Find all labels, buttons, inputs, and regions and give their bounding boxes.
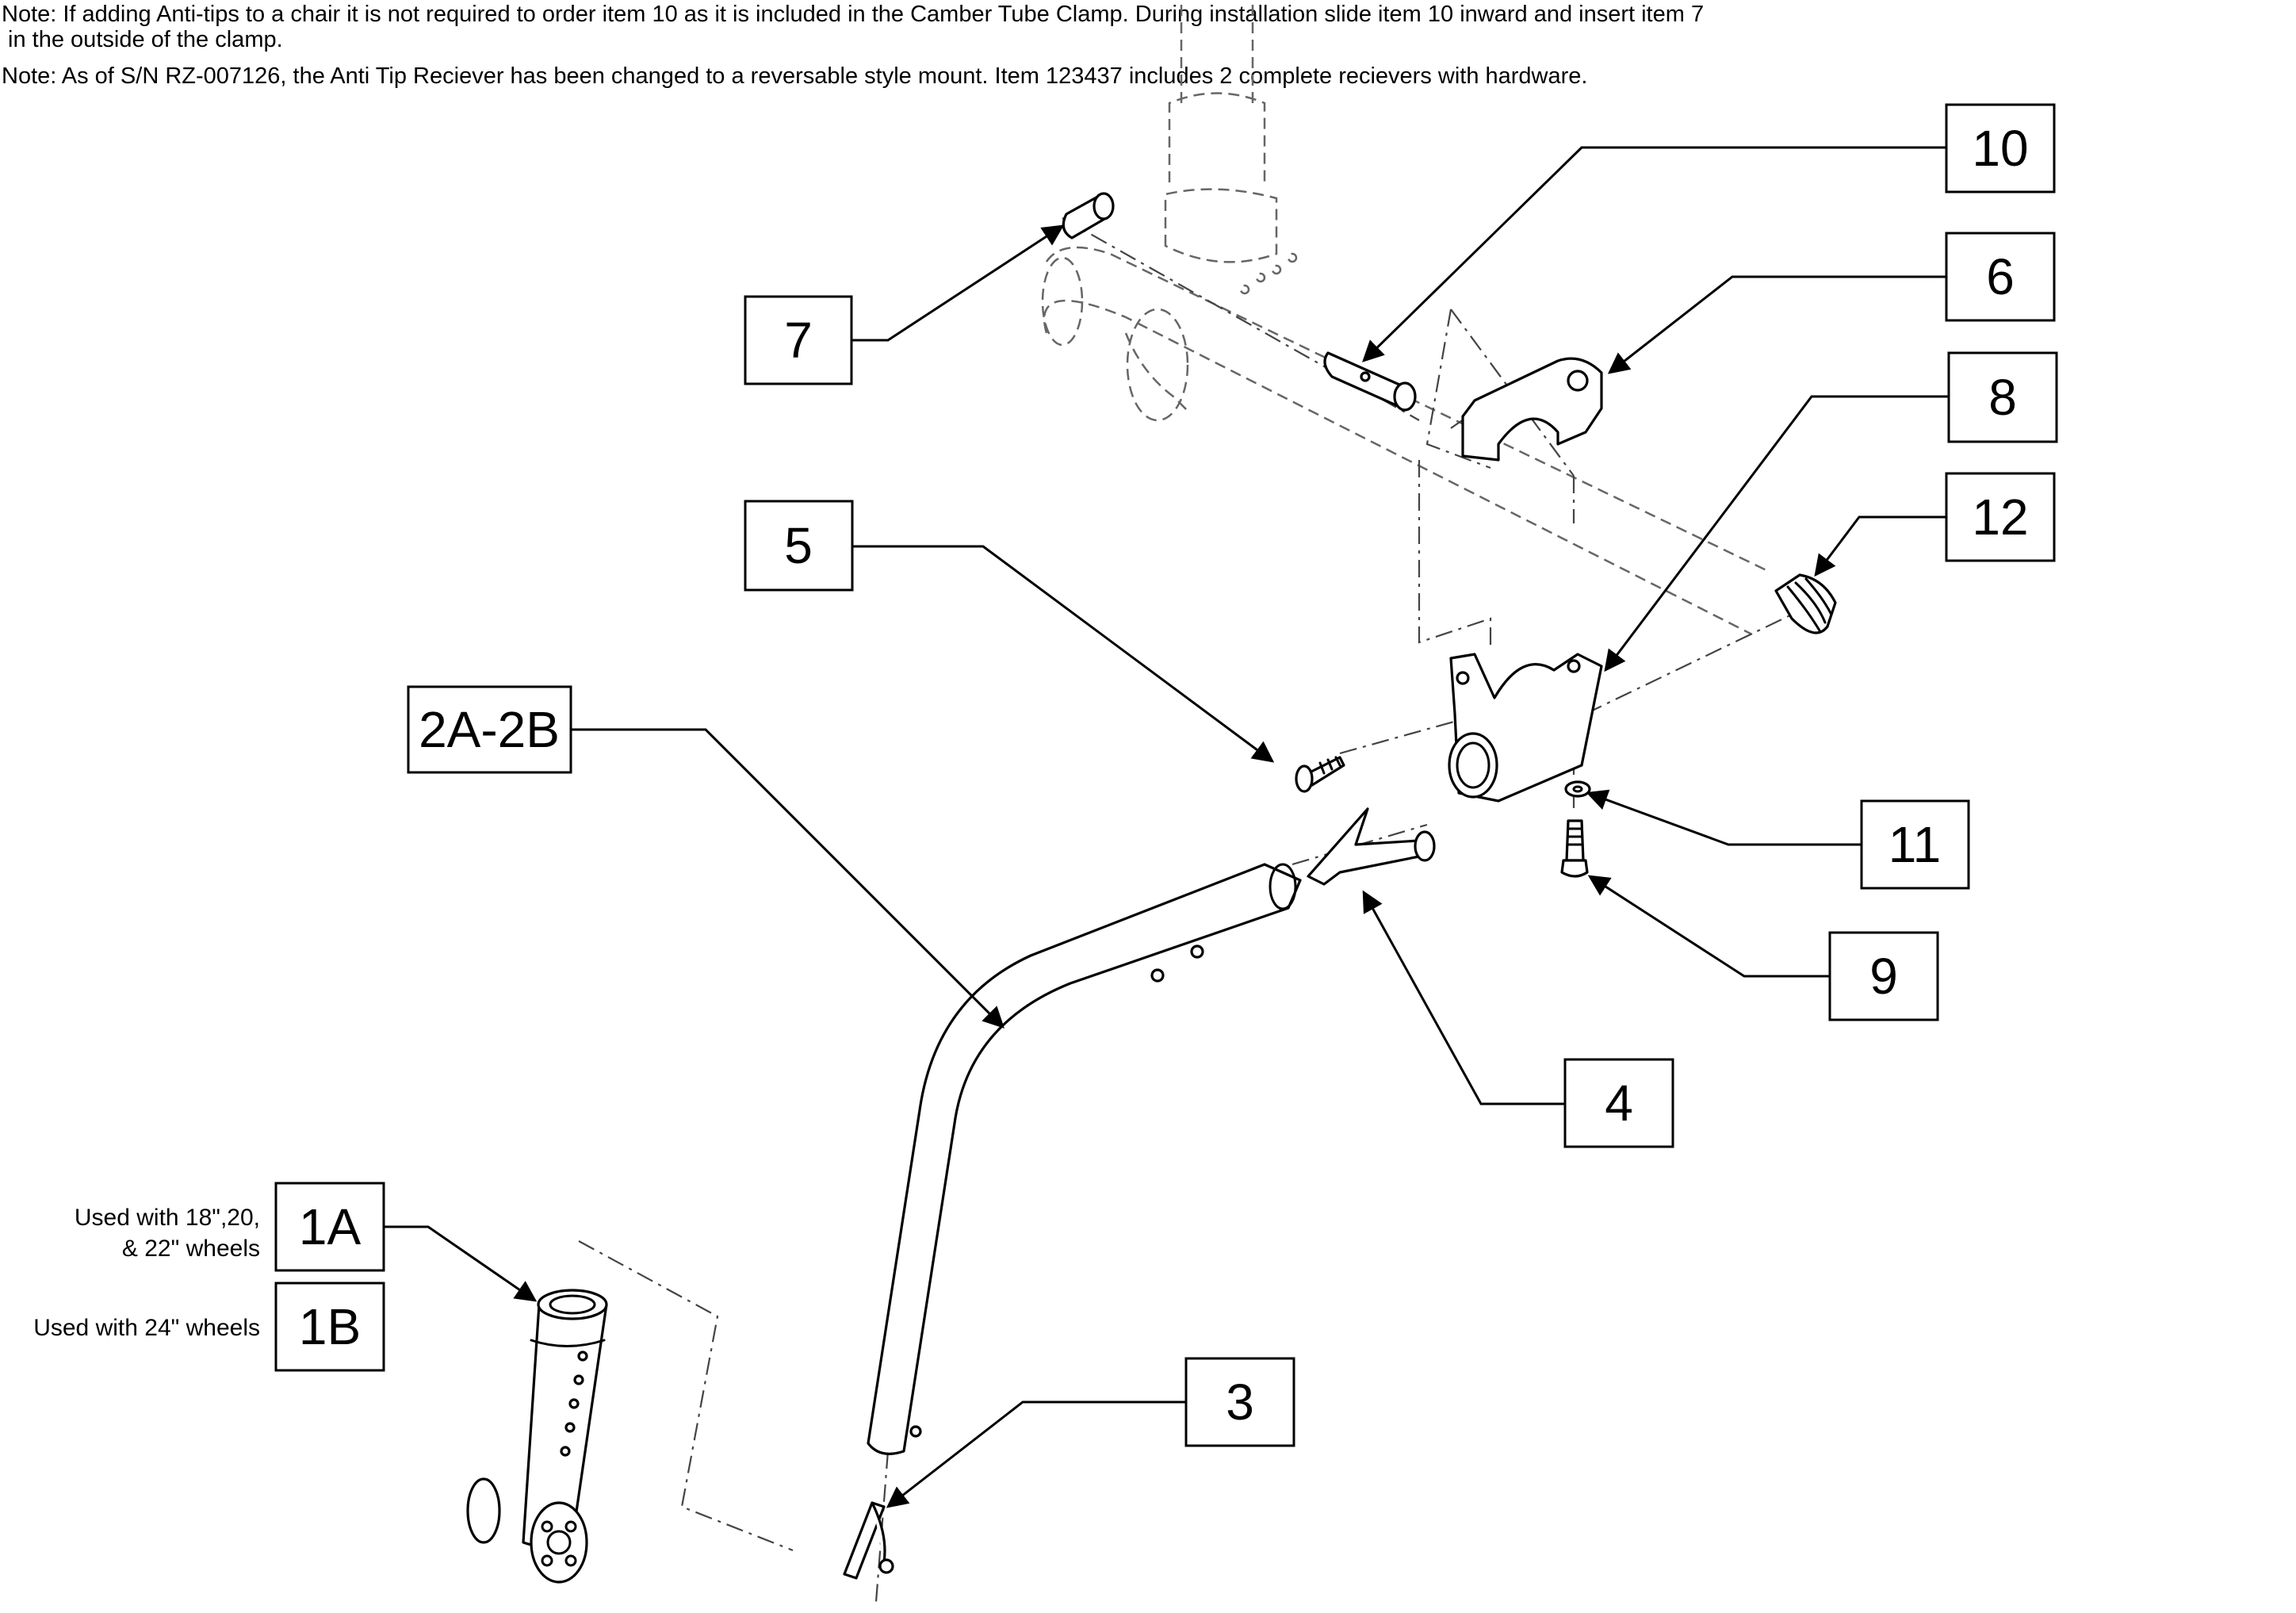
svg-text:3: 3 [1226, 1374, 1254, 1431]
svg-text:4: 4 [1605, 1075, 1633, 1132]
part-2-anti-tip-tube [867, 863, 1302, 1455]
svg-text:7: 7 [784, 312, 813, 369]
svg-text:12: 12 [1972, 488, 2028, 546]
svg-text:1A: 1A [299, 1198, 362, 1255]
note-line-1: Note: If adding Anti-tips to a chair it … [2, 2, 1705, 27]
callout-10: 10 [1945, 103, 2056, 193]
note-line-3: Note: As of S/N RZ-007126, the Anti Tip … [2, 63, 1588, 89]
svg-text:5: 5 [784, 517, 813, 574]
svg-text:10: 10 [1972, 120, 2028, 177]
part-6-clamp-cap [1461, 357, 1603, 462]
callout-3: 3 [1184, 1357, 1295, 1447]
svg-text:1B: 1B [299, 1298, 361, 1355]
part-5-screw [1295, 756, 1345, 793]
callout-7: 7 [744, 295, 853, 385]
part-11-washer [1564, 780, 1591, 798]
svg-text:2A-2B: 2A-2B [419, 701, 560, 758]
camber-tube-ghost [1041, 0, 1769, 636]
callout-12: 12 [1945, 472, 2056, 562]
callout-5: 5 [744, 500, 854, 592]
part-4-lever [1307, 807, 1436, 886]
callout-9: 9 [1828, 931, 1939, 1021]
part-12-end-plug [1774, 573, 1837, 634]
label-1b-wheels: Used with 24" wheels [33, 1315, 260, 1341]
part-7-pin [1062, 192, 1115, 239]
part-9-bolt [1560, 819, 1589, 878]
svg-text:11: 11 [1888, 816, 1941, 873]
part-8-receiver [1448, 653, 1603, 803]
part-3-pin [843, 1501, 894, 1580]
svg-text:6: 6 [1986, 248, 2015, 305]
callout-1a: 1A [274, 1182, 385, 1272]
callout-4: 4 [1563, 1058, 1674, 1148]
label-1a-wheels-line1: Used with 18",20, [75, 1205, 260, 1231]
callout-11: 11 [1860, 799, 1970, 890]
callout-1b: 1B [274, 1282, 385, 1372]
note-line-2: in the outside of the clamp. [2, 27, 283, 52]
callout-2a-2b: 2A-2B [407, 685, 572, 774]
part-1-caster-wheel [466, 1289, 608, 1584]
leader-lines [384, 146, 1949, 1508]
part-10-pin [1323, 351, 1417, 412]
svg-text:9: 9 [1869, 948, 1898, 1005]
svg-text:8: 8 [1988, 369, 2017, 426]
callout-8: 8 [1947, 351, 2058, 443]
label-1a-wheels-line2: & 22" wheels [122, 1236, 260, 1262]
callout-6: 6 [1945, 232, 2056, 322]
